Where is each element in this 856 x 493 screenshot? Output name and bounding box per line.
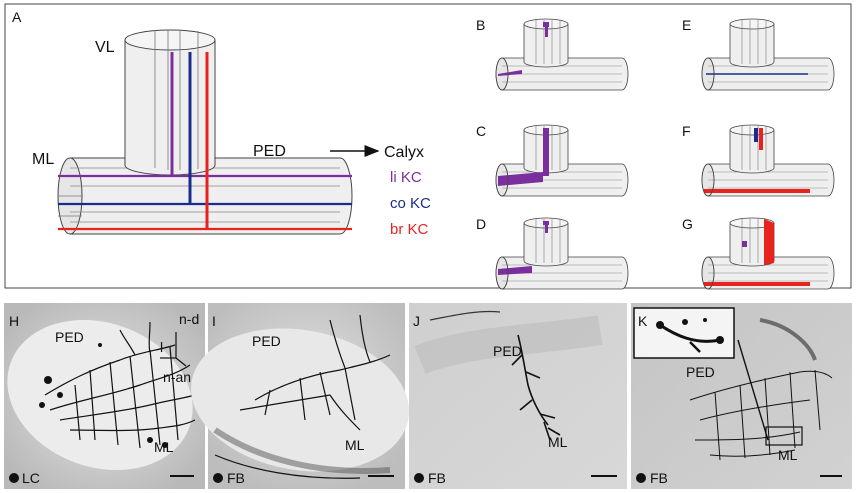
mini-panel-f: F [682,123,835,197]
photo-j-letter: J [413,313,420,329]
neuron-traces-i [214,314,391,479]
stain-dot-k [636,473,646,483]
mini-panel-c: C [476,123,629,197]
photo-h-ml: ML [154,439,174,455]
photo-k-ped: PED [686,364,715,380]
co-kc-neuron [58,52,352,206]
vertical-lobe [124,29,216,176]
mini-panel-letter: D [476,216,486,232]
photo-panel-h: H PED ML n-d l n-an LC [4,303,205,489]
neuron-traces-j [511,334,561,441]
photo-k-stain: FB [650,470,668,486]
mini-panel-letter: C [476,123,486,139]
mini-panels: B C D E F G [476,17,835,290]
photo-h-letter: H [9,313,19,329]
mini-panel-letter: B [476,17,485,33]
orientation-indicator: n-d l n-an [160,311,199,385]
br-kc-label: br KC [390,221,429,238]
photo-h-ped: PED [55,329,84,345]
ped-label: PED [253,143,286,160]
inset-k [633,307,735,359]
mini-panel-g: G [682,216,835,290]
photo-i-ped: PED [252,333,281,349]
panel-a-letter: A [12,9,22,25]
photo-panel-k: K PED ML FB [631,303,852,489]
ml-label: ML [32,151,54,168]
photo-k-ml: ML [778,447,798,463]
neuron-traces-k [689,339,833,461]
orient-nan-label: n-an [163,369,191,385]
stain-dot-i [213,473,223,483]
co-kc-label: co KC [390,195,431,212]
mini-panel-e: E [682,17,835,91]
photo-h-stain: LC [22,470,40,486]
photo-j-ml: ML [548,434,568,450]
photo-j-stain: FB [428,470,446,486]
mini-panel-d: D [476,216,629,290]
photo-panel-i: I PED ML FB [190,303,410,489]
photo-i-letter: I [212,313,216,329]
photo-panel-j: J PED ML FB [409,303,627,489]
panel-a: A [12,9,431,238]
stain-dot-h [9,473,19,483]
orient-l-label: l [160,339,163,355]
br-kc-neuron [58,52,352,231]
mini-panel-letter: G [682,216,693,232]
vl-label: VL [95,39,115,56]
photo-i-ml: ML [345,437,365,453]
mini-panel-b: B [476,17,629,91]
li-kc-neuron [58,52,352,178]
stain-dot-j [414,473,424,483]
li-kc-label: li KC [390,169,422,186]
photo-i-stain: FB [227,470,245,486]
zoom-box-k [765,426,803,446]
mini-panel-letter: F [682,123,691,139]
photo-k-letter: K [638,313,648,329]
photo-j-ped: PED [493,343,522,359]
orient-nd-label: n-d [179,311,199,327]
neuron-traces-h [44,321,196,449]
mini-panel-letter: E [682,17,691,33]
calyx-label: Calyx [384,144,424,161]
